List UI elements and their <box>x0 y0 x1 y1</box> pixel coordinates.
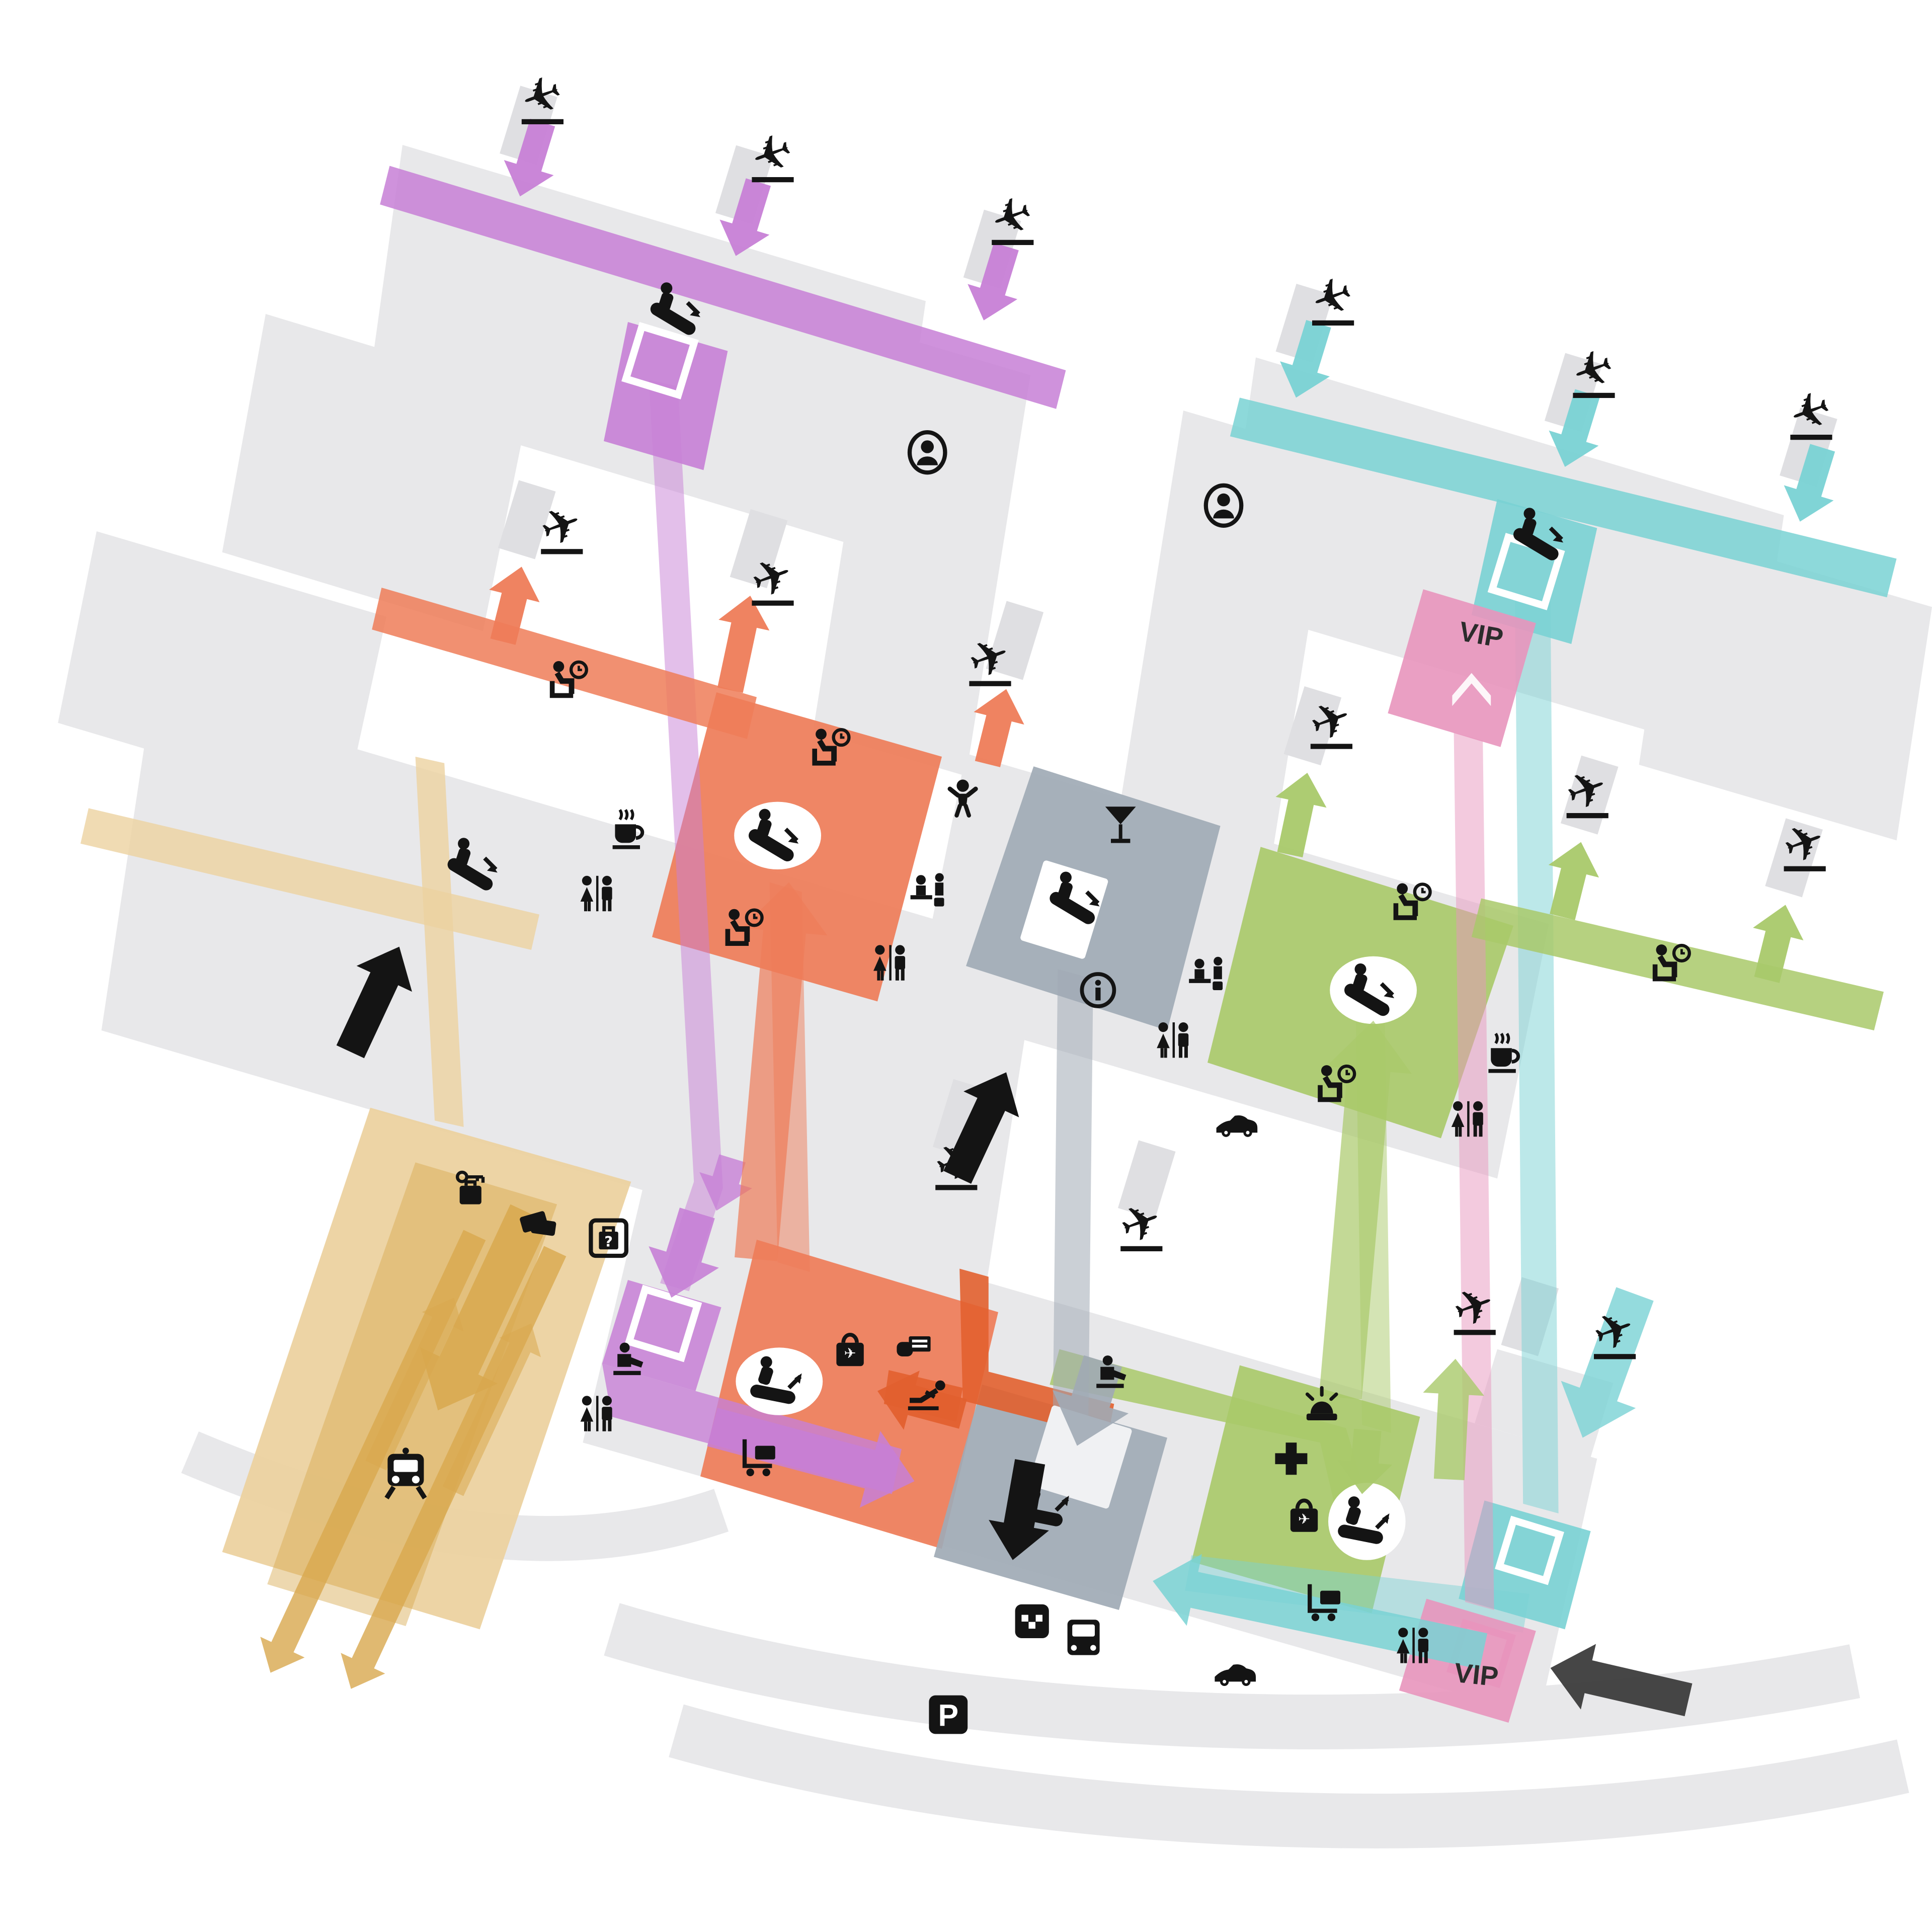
flow-arrow-teal <box>1549 389 1600 467</box>
vip-block-upper <box>1388 589 1536 747</box>
flow-arrow-yellowDark <box>420 1204 549 1411</box>
arrivals-pier-band-teal <box>1230 397 1897 598</box>
departures-band-orange <box>372 588 757 739</box>
flow-arrow-purple <box>707 1408 915 1508</box>
arrivals-pier-band-purple <box>380 166 1066 409</box>
flow-arrow-yellowDark <box>365 1298 464 1471</box>
departures-band-green <box>1471 898 1884 1030</box>
flow-arrow-green <box>1337 1428 1393 1494</box>
checkin-hall-orange-lower <box>700 1240 998 1549</box>
flow-arrow-purple <box>699 1154 752 1211</box>
plane-landing-icon <box>1782 378 1839 445</box>
escalator-pad-orange-lower <box>736 1347 823 1415</box>
plane-landing-icon <box>1564 336 1622 404</box>
flow-arrow-orange <box>717 596 770 693</box>
apron-plate-left <box>58 531 386 809</box>
bus-icon <box>1067 1620 1100 1655</box>
yellow-cross-corridor-vertical <box>415 757 464 1127</box>
parking-icon: P <box>929 1695 968 1734</box>
plane-landing-icon <box>1304 264 1361 331</box>
escalator-pad-orange <box>734 801 821 869</box>
curbside-road-lower <box>669 1704 1909 1848</box>
green-lower-path <box>1050 1349 1371 1520</box>
vip-label-upper: VIP <box>1457 616 1505 654</box>
gate-stub <box>498 480 556 559</box>
flow-arrow-purple <box>719 178 771 256</box>
car-icon <box>1216 1115 1258 1137</box>
flow-arrow-purple <box>649 1208 719 1298</box>
flow-arrow-dark <box>1550 1644 1693 1717</box>
vip-label-lower: VIP <box>1453 1657 1500 1693</box>
flow-arrow-orange <box>974 689 1024 767</box>
plane-landing-icon <box>983 183 1041 251</box>
flow-arrow-yellowDark <box>442 1323 541 1496</box>
escalator-pad-green-lower <box>1328 1483 1406 1560</box>
flow-arrow-green <box>1753 905 1804 983</box>
pier-floor-upper-left-2 <box>222 314 532 631</box>
plane-landing-icon <box>513 62 571 130</box>
flow-arrow-green <box>1319 1020 1412 1400</box>
gate-stub <box>730 509 788 589</box>
plane-takeoff-icon <box>1445 1273 1503 1341</box>
apron-plate-right <box>1639 531 1932 841</box>
purple-vertical-link <box>649 380 723 1188</box>
flow-arrow-teal <box>1280 319 1331 398</box>
flow-arrow-teal <box>1784 444 1835 522</box>
flow-arrow-green <box>1275 773 1327 858</box>
flow-arrow-orange <box>489 567 540 645</box>
teal-vertical-link <box>1515 592 1559 1513</box>
elevator-purple-upper <box>621 321 699 399</box>
flow-arrow-orange <box>735 882 828 1261</box>
corridor-arrivals-right <box>1119 411 1336 857</box>
parking-letter: P <box>938 1698 959 1732</box>
flow-arrow-ink <box>336 946 412 1059</box>
checkin-desk-icon <box>910 873 944 907</box>
labels: VIP VIP P <box>929 616 1505 1734</box>
elevator-teal-lower <box>1495 1515 1564 1585</box>
escalator-pad-green <box>1330 956 1417 1024</box>
flow-arrow-green <box>1548 842 1599 920</box>
elevator-hall-gray-lower <box>1028 1405 1132 1509</box>
plane-takeoff-icon <box>1775 810 1833 877</box>
flow-arrow-green <box>1423 1358 1484 1481</box>
car-icon <box>1215 1664 1256 1686</box>
flow-arrow-purple <box>968 243 1019 320</box>
gray-vertical-link <box>1053 969 1093 1417</box>
plane-landing-icon <box>743 121 801 188</box>
flow-arrow-purple <box>504 118 555 197</box>
teal-junction-block <box>1471 499 1597 644</box>
taxi-icon <box>1015 1604 1049 1638</box>
